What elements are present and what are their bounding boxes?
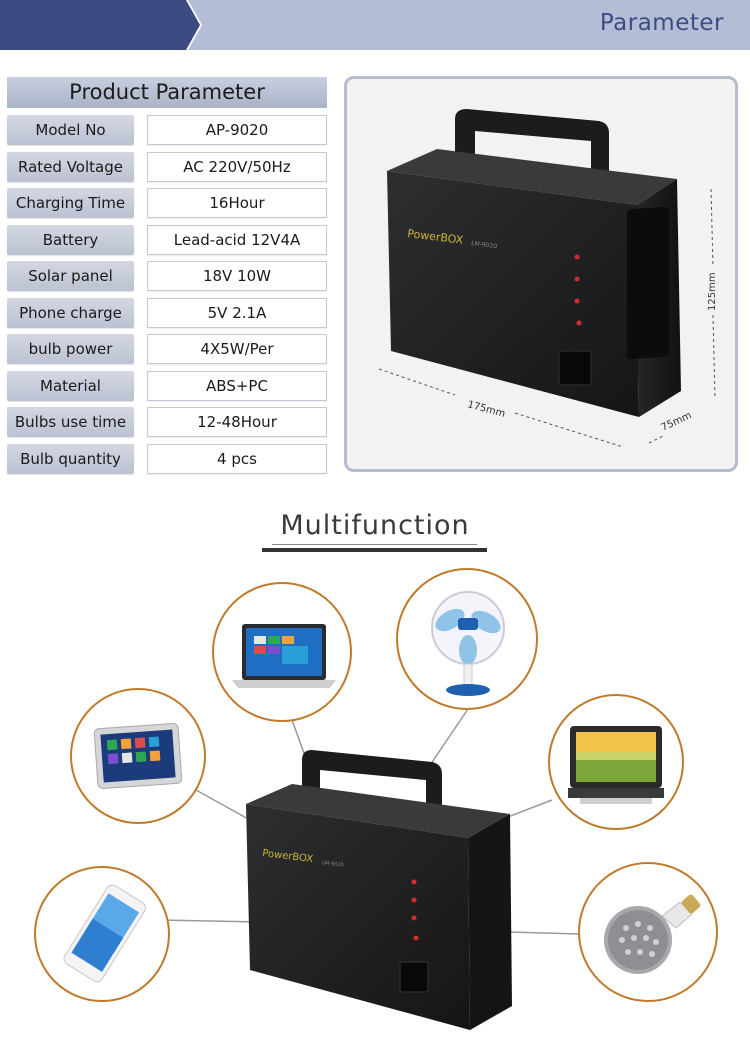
tv-circle xyxy=(548,694,684,830)
param-label: Model No xyxy=(7,115,134,145)
smartphone-icon xyxy=(63,884,147,983)
banner-accent xyxy=(0,0,200,50)
powerbox-illustration: PowerBOX LM-9020 175mm 75mm 125mm xyxy=(378,109,718,448)
dim-depth-label: 75mm xyxy=(660,410,694,434)
param-label: Bulbs use time xyxy=(7,407,134,437)
banner-title: Parameter xyxy=(599,10,724,36)
smartphone-circle xyxy=(34,866,170,1002)
product-photo-frame: PowerBOX LM-9020 175mm 75mm 125mm xyxy=(344,76,738,472)
param-label: Bulb quantity xyxy=(7,444,134,474)
title-underline-thin xyxy=(272,544,477,545)
param-value: 16Hour xyxy=(147,188,327,218)
box-front xyxy=(387,171,639,417)
center-model-badge: LM-9020 xyxy=(322,860,344,869)
bulb-icon xyxy=(604,894,701,974)
param-label: Rated Voltage xyxy=(7,152,134,182)
banner-bar xyxy=(188,0,750,50)
dim-height-label: 125mm xyxy=(707,272,718,311)
param-value: 4X5W/Per xyxy=(147,334,327,364)
dim-width-label: 175mm xyxy=(466,399,506,420)
param-label: Solar panel xyxy=(7,261,134,291)
title-underline xyxy=(262,548,487,552)
param-label: Charging Time xyxy=(7,188,134,218)
param-value: ABS+PC xyxy=(147,371,327,401)
param-value: 12-48Hour xyxy=(147,407,327,437)
param-label: Battery xyxy=(7,225,134,255)
laptop-icon xyxy=(232,624,336,688)
model-badge: LM-9020 xyxy=(471,240,498,250)
param-label: bulb power xyxy=(7,334,134,364)
param-value: AC 220V/50Hz xyxy=(147,152,327,182)
param-label: Phone charge xyxy=(7,298,134,328)
multifunction-title: Multifunction xyxy=(280,510,470,541)
param-value: 5V 2.1A xyxy=(147,298,327,328)
handle xyxy=(455,109,609,185)
param-label: Material xyxy=(7,371,134,401)
param-value: AP-9020 xyxy=(147,115,327,145)
bulb-circle xyxy=(578,862,718,1002)
laptop-circle xyxy=(212,582,352,722)
powerbox-center-illustration: PowerBOX LM-9020 xyxy=(246,750,512,1030)
table-header: Product Parameter xyxy=(7,77,327,108)
param-value: 4 pcs xyxy=(147,444,327,474)
param-value: Lead-acid 12V4A xyxy=(147,225,327,255)
fan-circle xyxy=(396,568,538,710)
power-switch xyxy=(558,350,592,386)
fan-icon xyxy=(431,591,505,696)
param-value: 18V 10W xyxy=(147,261,327,291)
tablet-circle xyxy=(70,688,206,824)
tv-icon xyxy=(568,726,664,804)
tablet-icon xyxy=(93,722,183,790)
